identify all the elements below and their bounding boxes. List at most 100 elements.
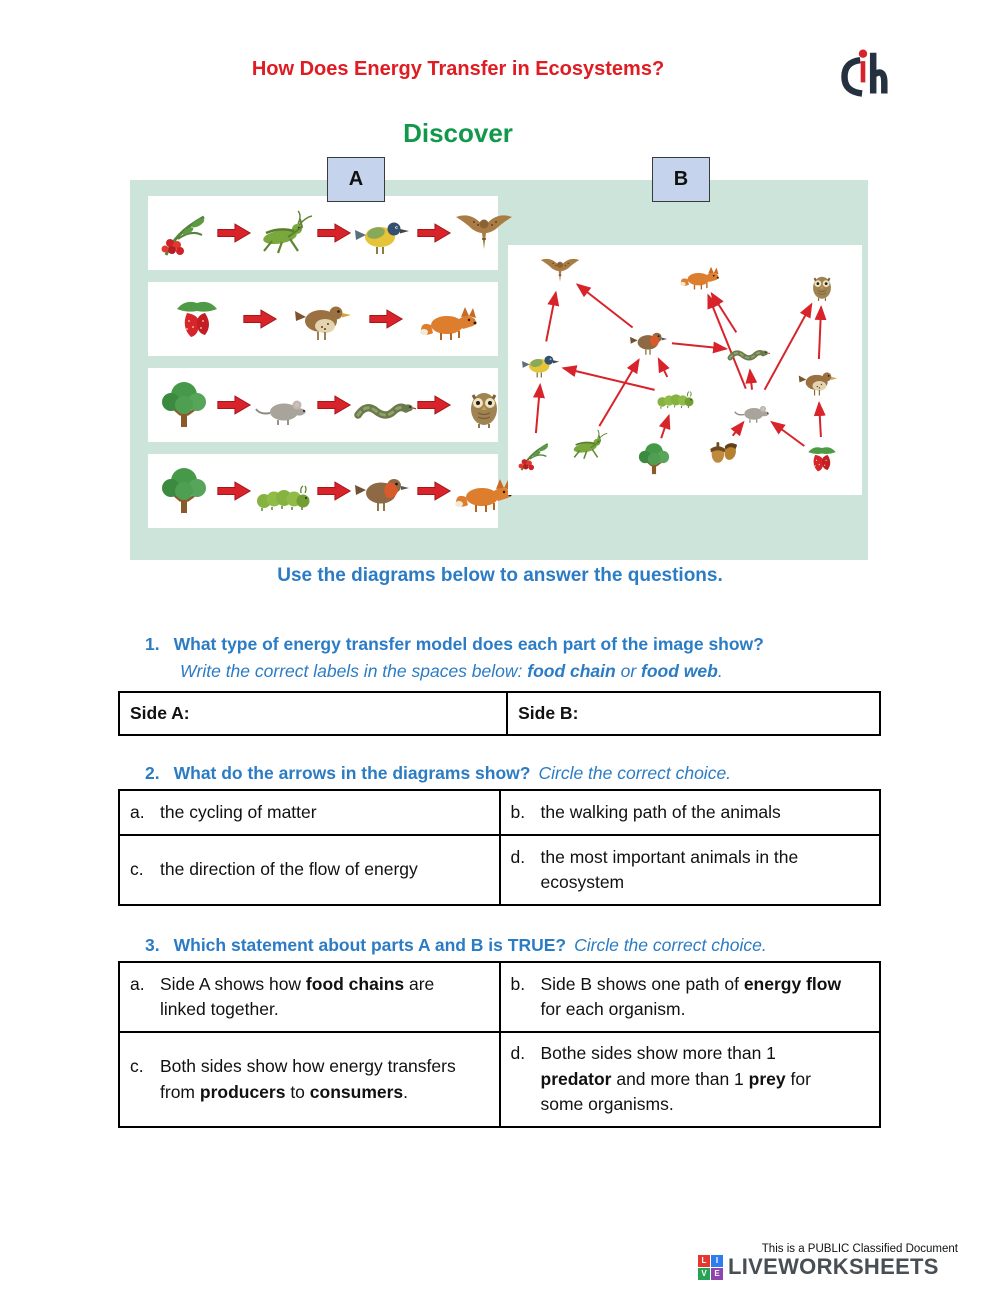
energy-arrow-icon xyxy=(217,395,252,415)
web-node xyxy=(632,441,676,477)
text-segment: Side A shows how xyxy=(160,973,306,994)
text-segment: Circle the correct choice. xyxy=(574,935,767,955)
side-a-answer-cell[interactable]: Side A: xyxy=(117,690,509,737)
food-chains xyxy=(148,196,512,540)
q2-option-b[interactable]: b.the walking path of the animals xyxy=(498,789,881,836)
question-1-heading: 1. What type of energy transfer model doe… xyxy=(145,632,764,657)
tree-icon xyxy=(162,382,206,427)
grasshopper-icon xyxy=(263,210,313,254)
question-3-number: 3. xyxy=(145,935,160,955)
strawberry-icon xyxy=(808,447,836,472)
question-2-number: 2. xyxy=(145,763,160,783)
option-text: Both sides show how energy transfers fro… xyxy=(160,1054,460,1105)
rowan-icon xyxy=(518,443,549,471)
energy-arrow-icon xyxy=(217,223,252,243)
q3-option-c[interactable]: c. Both sides show how energy transfers f… xyxy=(118,1031,501,1128)
side-b-label: Side B: xyxy=(518,703,579,723)
web-node xyxy=(700,431,744,467)
text-segment: the direction of the flow of energy xyxy=(160,859,418,880)
text-segment: are linked together. xyxy=(160,973,435,1019)
text-segment: producers xyxy=(199,1081,286,1102)
q3-option-a[interactable]: a.Side A shows how food chains are linke… xyxy=(118,961,501,1033)
robin-icon xyxy=(355,479,409,511)
question-1-prompt: What type of energy transfer model does … xyxy=(173,634,764,654)
option-text: the most important animals in the ecosys… xyxy=(541,845,841,896)
web-node xyxy=(726,333,771,369)
text-segment: for some organisms. xyxy=(540,1068,811,1115)
side-b-answer-cell[interactable]: Side B: xyxy=(506,690,881,737)
rowan-icon xyxy=(161,215,205,256)
liveworksheets-wordmark: LIVEWORKSHEETS xyxy=(728,1254,939,1279)
q2-option-a[interactable]: a. the cycling of matter xyxy=(118,789,501,836)
energy-arrow-icon xyxy=(243,309,278,329)
food-web-arrows xyxy=(532,283,827,447)
owl-icon xyxy=(813,276,831,301)
food-chain-row xyxy=(148,454,512,528)
option-letter: c. xyxy=(130,859,144,880)
option-letter: a. xyxy=(130,801,145,822)
web-node xyxy=(796,363,840,399)
q3-option-d[interactable]: d.Bothe sides show more than 1 predator … xyxy=(498,1031,881,1128)
tit-icon xyxy=(522,355,560,378)
text-segment: food chains xyxy=(305,973,405,994)
tit-icon xyxy=(355,222,409,254)
option-text: Side B shows one path of energy flow for… xyxy=(541,972,851,1023)
web-node xyxy=(678,257,722,293)
question-3-prompt: Which statement about parts A and B is T… xyxy=(173,935,567,955)
web-node xyxy=(654,377,698,413)
question-3-heading: 3. Which statement about parts A and B is… xyxy=(145,933,767,958)
section-heading: Discover xyxy=(403,118,513,148)
option-text: the cycling of matter xyxy=(160,800,489,825)
question-2-options-table: a. the cycling of matter b.the walking pa… xyxy=(118,789,881,906)
diagram-label-a: A xyxy=(327,157,385,202)
q2-option-c[interactable]: c. the direction of the flow of energy xyxy=(118,834,501,906)
text-segment: predator xyxy=(540,1068,612,1089)
thrush-icon xyxy=(798,372,838,396)
answer-table-sides: Side A: Side B: xyxy=(117,690,881,737)
text-segment: food chain xyxy=(527,661,616,681)
text-segment: and more than 1 xyxy=(611,1068,749,1089)
mouse-icon xyxy=(255,400,306,425)
web-node xyxy=(538,253,582,289)
text-segment: . xyxy=(403,1081,409,1102)
web-node xyxy=(566,427,610,463)
text-segment: the cycling of matter xyxy=(160,801,317,822)
energy-arrow-icon xyxy=(317,481,352,501)
option-letter: b. xyxy=(510,801,526,822)
energy-arrow-icon xyxy=(417,481,452,501)
text-segment: consumers xyxy=(309,1081,404,1102)
tree-icon xyxy=(638,443,670,475)
web-node xyxy=(800,441,844,477)
text-segment: Side B shows one path of xyxy=(540,973,744,994)
q2-option-d[interactable]: d.the most important animals in the ecos… xyxy=(498,834,881,906)
text-segment: Both sides show how energy transfers fro… xyxy=(160,1056,456,1102)
text-segment: Bothe sides show more than 1 xyxy=(540,1043,776,1064)
q3-option-b[interactable]: b. Side B shows one path of energy flow f… xyxy=(498,961,881,1033)
text-segment: to xyxy=(285,1081,310,1102)
worksheet-title: How Does Energy Transfer in Ecosystems? xyxy=(251,58,665,80)
classification-text: This is a PUBLIC Classified Document xyxy=(761,1243,958,1255)
acorn-icon xyxy=(710,442,738,463)
fox-icon xyxy=(680,266,719,290)
text-segment: food web xyxy=(641,661,718,681)
question-3-options-table: a.Side A shows how food chains are linke… xyxy=(118,961,881,1128)
option-letter: c. xyxy=(130,1056,144,1077)
strawberry-icon xyxy=(177,301,217,337)
mouse-icon xyxy=(734,405,770,423)
energy-arrow-icon xyxy=(417,223,452,243)
instruction-text: Use the diagrams below to answer the que… xyxy=(277,565,723,586)
snake-icon xyxy=(354,403,416,419)
option-letter: b. xyxy=(510,973,526,994)
question-1-number: 1. xyxy=(145,634,160,654)
energy-arrow-icon xyxy=(217,481,252,501)
owl-icon xyxy=(471,393,497,428)
option-text: the direction of the flow of energy xyxy=(160,857,460,882)
caterpillar-icon xyxy=(657,391,694,409)
fox-icon xyxy=(420,307,477,340)
question-2-subprompt: Circle the correct choice. xyxy=(538,763,731,783)
food-chain-row xyxy=(148,282,498,356)
badge-letter: L xyxy=(698,1254,710,1267)
robin-icon xyxy=(630,332,668,355)
